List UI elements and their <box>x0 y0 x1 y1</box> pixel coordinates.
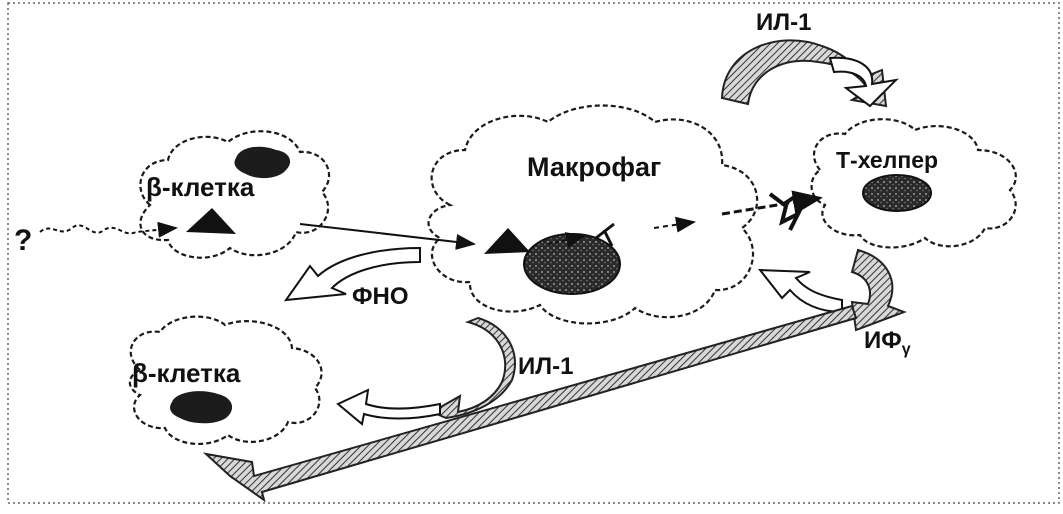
presentation-arrow <box>721 190 823 216</box>
diagram-frame <box>7 2 1060 504</box>
ifn-diagonal-hatched-arrow <box>202 304 858 503</box>
il1-top-outline-arrow <box>828 56 899 108</box>
ifn-return-outline-arrow <box>757 268 843 314</box>
il1-bottom-hatched-arrow <box>429 316 516 420</box>
ifn-hatched-arrow <box>850 248 907 332</box>
macrophage-nucleus <box>523 233 621 295</box>
interferon-label-sub: γ <box>902 341 911 358</box>
processing-arrow-1 <box>547 232 586 248</box>
interferon-label: ИФγ <box>864 327 911 358</box>
interferon-label-main: ИФ <box>864 327 902 354</box>
unknown-trigger-label: ? <box>14 224 32 257</box>
tnf-outline-arrow <box>283 246 421 302</box>
macrophage-label: Макрофаг <box>527 152 661 182</box>
receptor-complex-glyph <box>768 192 808 231</box>
macrophage-antigen-triangle <box>484 228 530 254</box>
beta-cell-top-label: β-клетка <box>146 172 255 202</box>
il1-bottom-outline-arrow <box>336 388 441 426</box>
t-helper-nucleus <box>862 174 932 212</box>
beta-cell-antigen-triangle <box>186 208 236 234</box>
il1-bottom-label: ИЛ-1 <box>518 353 573 380</box>
processing-arrow-2 <box>653 216 696 233</box>
t-helper-label: Т-хелпер <box>836 147 938 173</box>
trigger-squiggle-arrow <box>39 221 178 238</box>
il1-top-label: ИЛ-1 <box>756 9 811 36</box>
beta-cell-top-nucleus <box>234 146 291 179</box>
tnf-label: ФНО <box>352 283 408 310</box>
macrophage-cloud <box>427 104 759 325</box>
beta-cell-bottom-label: β-клетка <box>132 358 241 388</box>
antigen-transfer-arrow <box>299 223 476 250</box>
processed-antigen-glyph <box>595 222 615 247</box>
beta-cell-bottom-nucleus <box>170 391 233 424</box>
